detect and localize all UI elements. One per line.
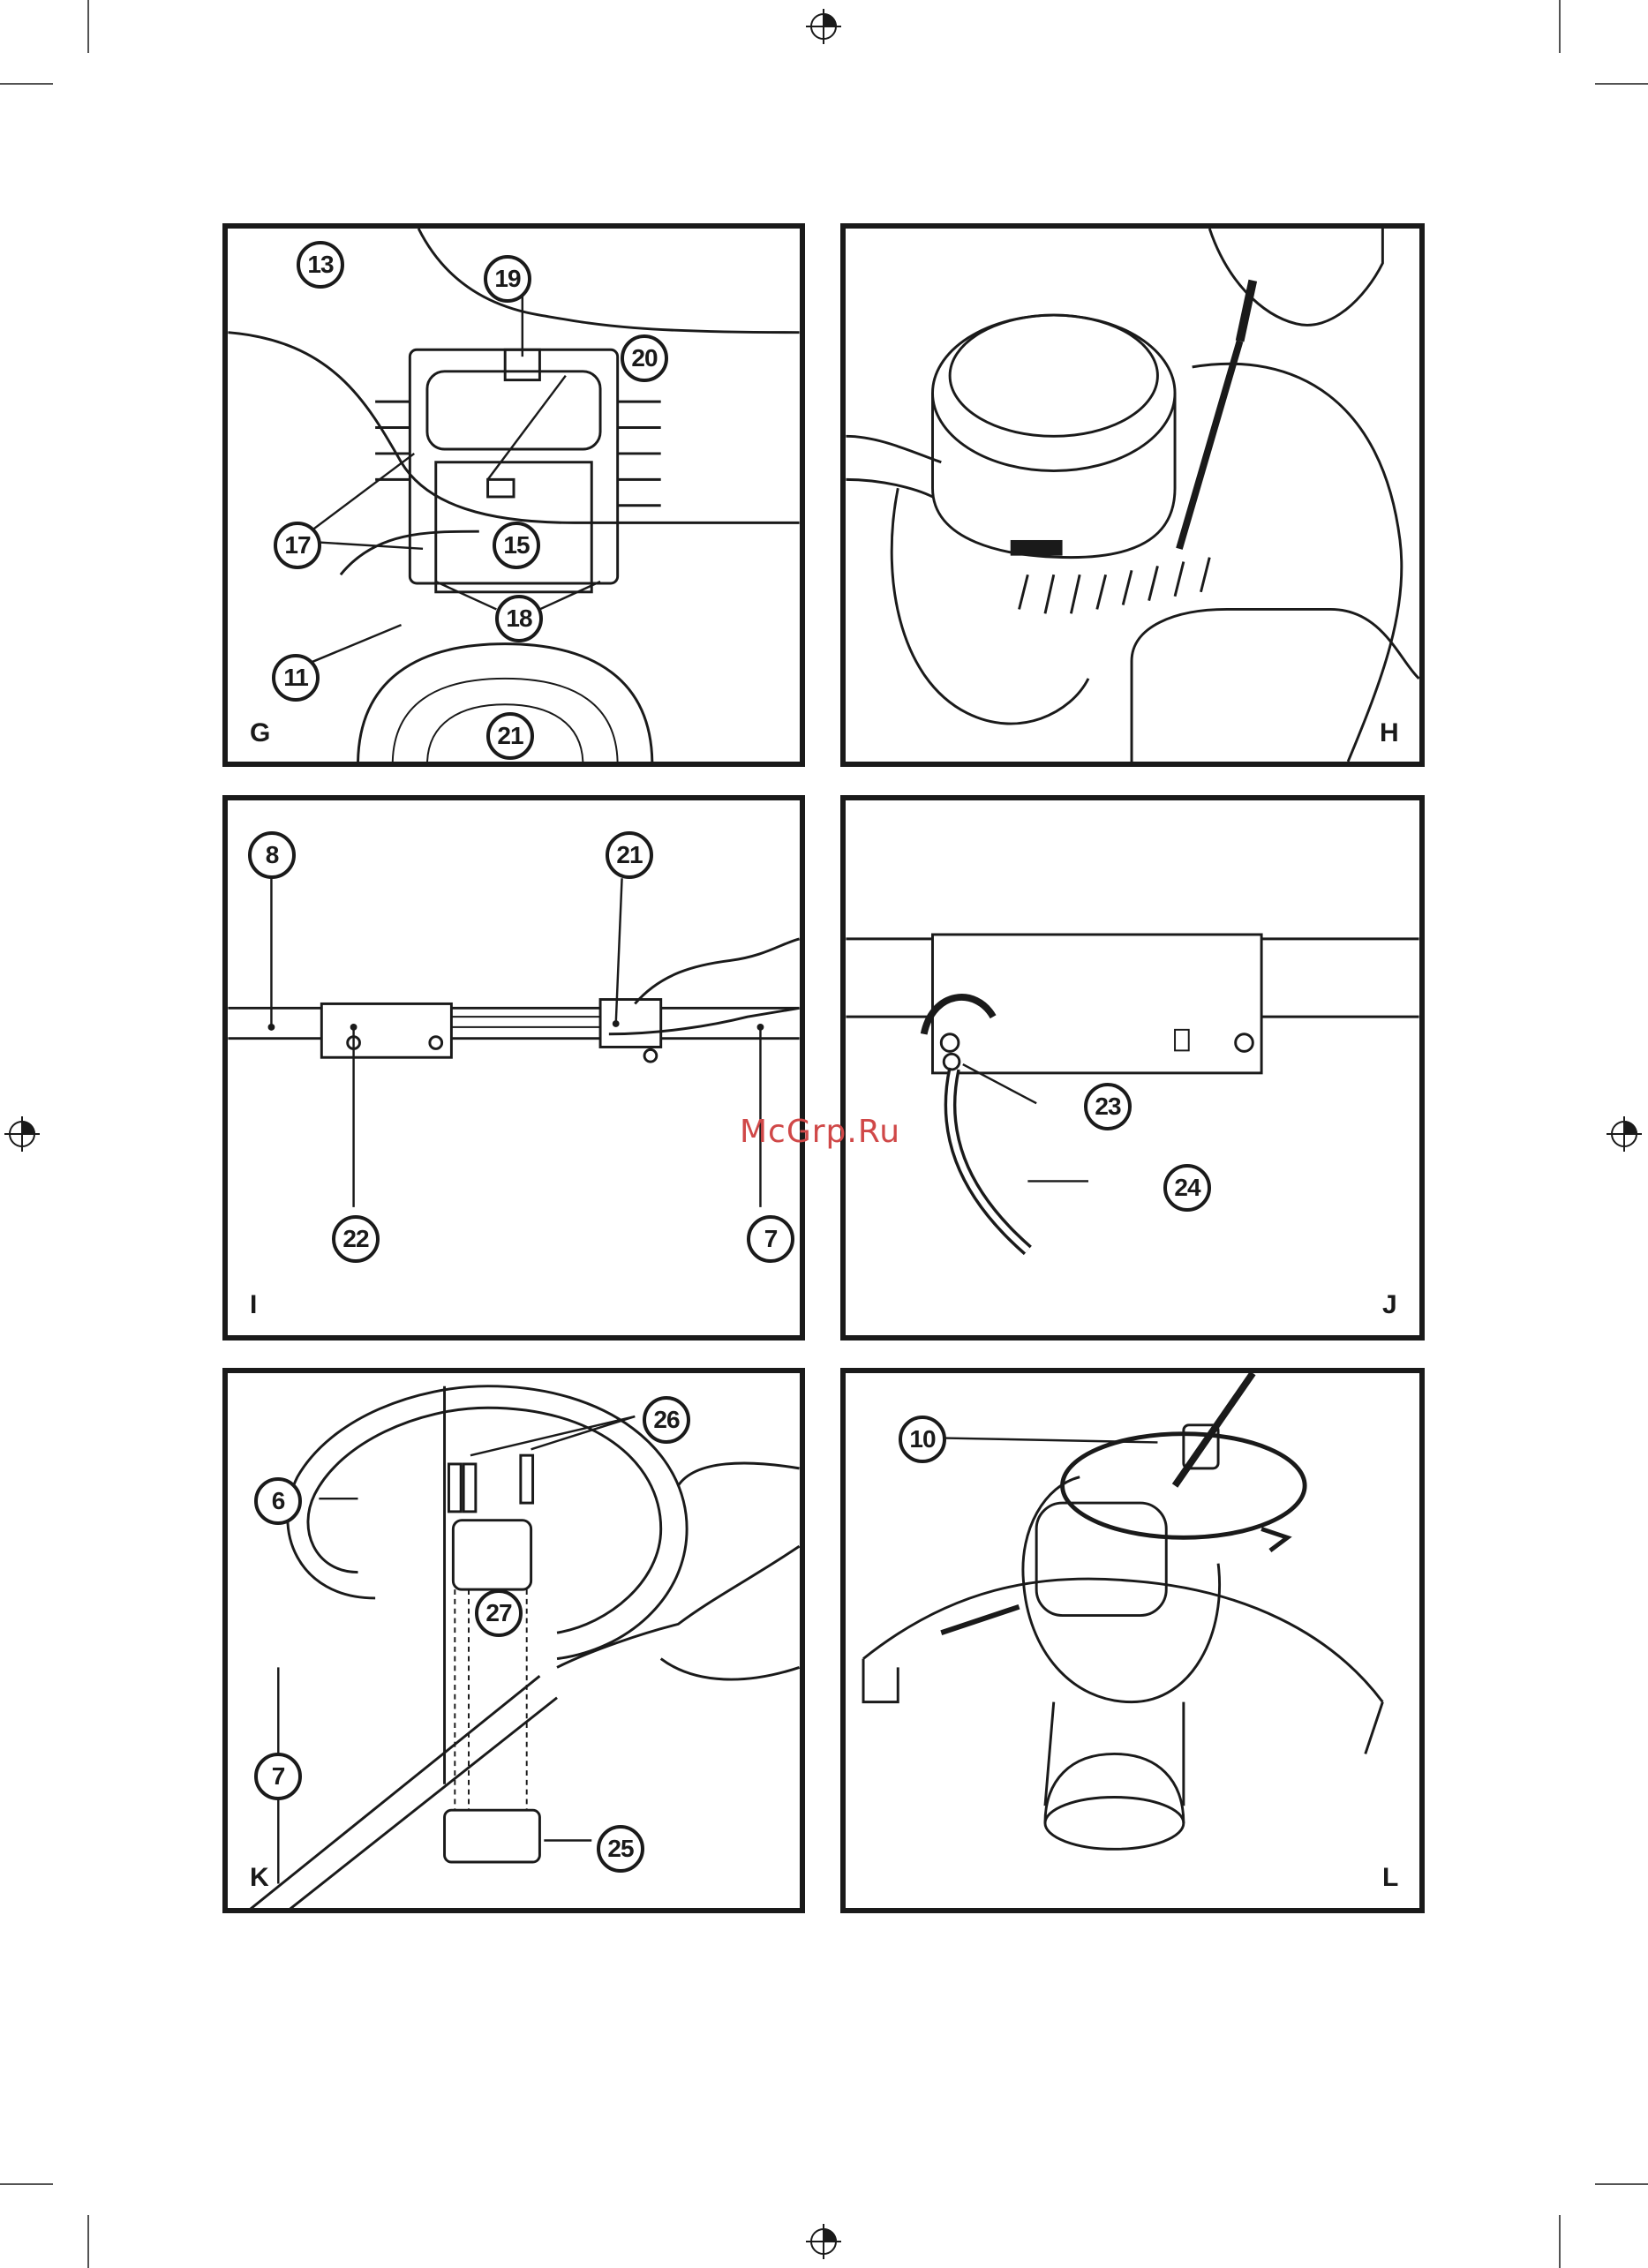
callout-22: 22 xyxy=(332,1215,380,1263)
callout-7: 7 xyxy=(747,1215,794,1263)
panel-label-i: I xyxy=(250,1290,257,1320)
callout-21: 21 xyxy=(606,831,653,879)
figure-panel-k: 26 6 27 7 25 K xyxy=(222,1368,805,1913)
registration-mark-bottom xyxy=(806,2224,841,2259)
panel-label-k: K xyxy=(250,1863,269,1893)
registration-mark-left xyxy=(4,1116,40,1152)
callout-8: 8 xyxy=(248,831,296,879)
callout-20: 20 xyxy=(621,334,668,382)
callout-10: 10 xyxy=(899,1416,946,1463)
figure-panel-g: 13 19 20 17 15 18 11 21 G xyxy=(222,223,805,767)
illustration-j xyxy=(846,800,1419,1335)
panel-label-h: H xyxy=(1380,718,1399,748)
callout-21: 21 xyxy=(486,712,534,760)
callout-24: 24 xyxy=(1163,1164,1211,1212)
panel-label-g: G xyxy=(250,718,270,748)
callout-26: 26 xyxy=(643,1396,690,1444)
callout-11: 11 xyxy=(272,654,320,702)
figure-panel-h: H xyxy=(840,223,1425,767)
panel-label-l: L xyxy=(1382,1863,1398,1893)
figure-panel-j: 23 24 J xyxy=(840,795,1425,1341)
callout-27: 27 xyxy=(475,1589,523,1637)
callout-18: 18 xyxy=(495,595,543,642)
callout-25: 25 xyxy=(597,1825,644,1873)
registration-mark-top xyxy=(806,9,841,44)
callout-15: 15 xyxy=(493,522,540,569)
callout-19: 19 xyxy=(484,255,531,303)
illustration-k xyxy=(228,1373,800,1908)
callout-7: 7 xyxy=(254,1753,302,1800)
callout-6: 6 xyxy=(254,1477,302,1525)
figure-panel-l: 10 L xyxy=(840,1368,1425,1913)
callout-13: 13 xyxy=(297,241,344,289)
watermark-text: McGrp.Ru xyxy=(740,1114,900,1150)
panel-label-j: J xyxy=(1382,1290,1397,1320)
illustration-h xyxy=(846,229,1419,762)
callout-17: 17 xyxy=(274,522,321,569)
figure-panel-i: 8 21 22 7 I xyxy=(222,795,805,1341)
registration-mark-right xyxy=(1607,1116,1642,1152)
illustration-i xyxy=(228,800,800,1335)
callout-23: 23 xyxy=(1084,1083,1132,1130)
